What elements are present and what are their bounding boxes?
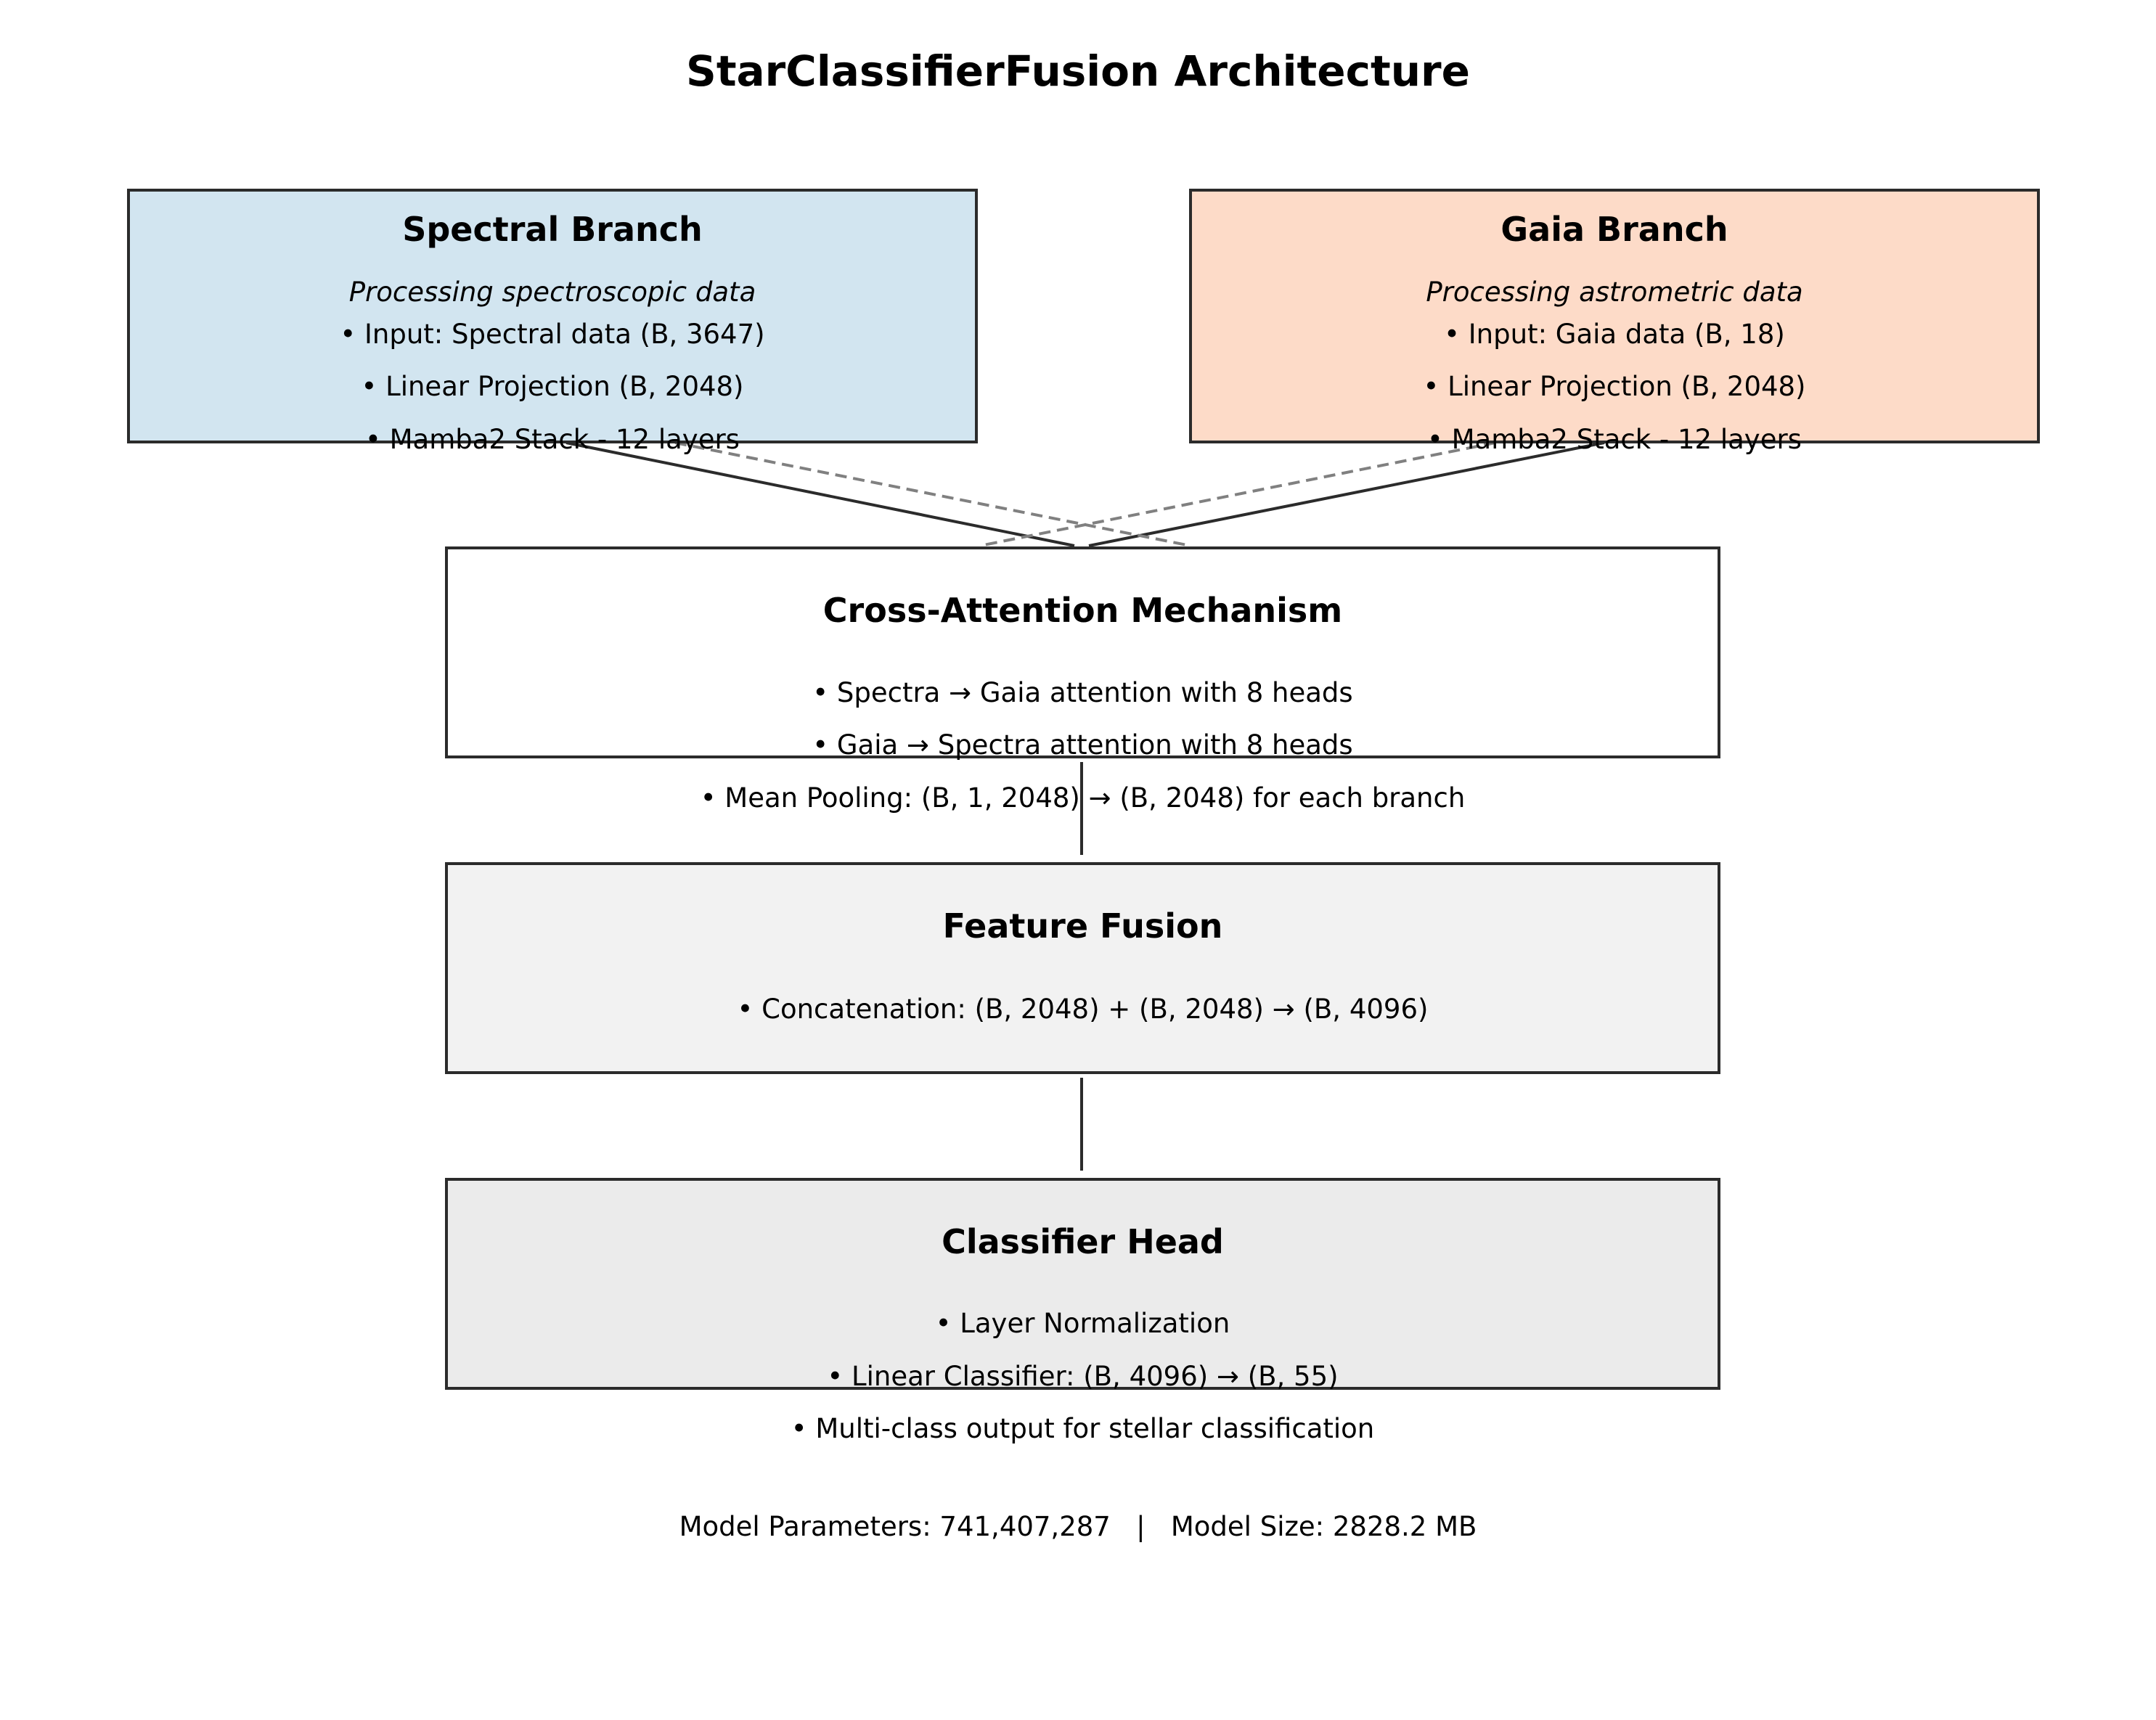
head-item-layernorm: • Layer Normalization <box>935 1308 1230 1339</box>
spectral-branch-title: Spectral Branch <box>402 210 703 249</box>
fusion-item-concatenation: • Concatenation: (B, 2048) + (B, 2048) →… <box>737 994 1429 1025</box>
classifier-head-title: Classifier Head <box>942 1222 1224 1261</box>
spectral-branch-subtitle: Processing spectroscopic data <box>348 277 756 308</box>
head-item-linear-classifier: • Linear Classifier: (B, 4096) → (B, 55) <box>827 1361 1339 1392</box>
feature-fusion-box <box>445 862 1720 1074</box>
cross-attention-box <box>445 546 1720 758</box>
feature-fusion-title: Feature Fusion <box>942 906 1223 946</box>
spectral-to-cross-dashed-line <box>674 441 1191 547</box>
gaia-branch-box <box>1189 189 2040 443</box>
spectral-item-mamba: • Mamba2 Stack - 12 layers <box>365 424 740 455</box>
classifier-head-box <box>445 1178 1720 1390</box>
spectral-item-input: • Input: Spectral data (B, 3647) <box>340 319 765 350</box>
diagram-title: StarClassifierFusion Architecture <box>686 46 1470 96</box>
cross-item-spectra-gaia: • Spectra → Gaia attention with 8 heads <box>812 677 1353 708</box>
model-stats-footer: Model Parameters: 741,407,287 | Model Si… <box>679 1511 1477 1542</box>
gaia-branch-title: Gaia Branch <box>1500 210 1728 249</box>
gaia-item-input: • Input: Gaia data (B, 18) <box>1444 319 1785 350</box>
gaia-to-cross-dashed-line <box>979 441 1496 547</box>
head-item-multiclass: • Multi-class output for stellar classif… <box>791 1413 1375 1444</box>
cross-item-gaia-spectra: • Gaia → Spectra attention with 8 heads <box>812 729 1353 761</box>
cross-item-mean-pooling: • Mean Pooling: (B, 1, 2048) → (B, 2048)… <box>700 782 1466 814</box>
gaia-item-mamba: • Mamba2 Stack - 12 layers <box>1427 424 1802 455</box>
spectral-item-projection: • Linear Projection (B, 2048) <box>361 371 744 402</box>
spectral-to-cross-line <box>565 441 1075 547</box>
cross-attention-title: Cross-Attention Mechanism <box>822 591 1343 630</box>
gaia-branch-subtitle: Processing astrometric data <box>1426 277 1803 308</box>
spectral-branch-box <box>127 189 978 443</box>
gaia-to-cross-line <box>1088 441 1605 547</box>
gaia-item-projection: • Linear Projection (B, 2048) <box>1423 371 1806 402</box>
